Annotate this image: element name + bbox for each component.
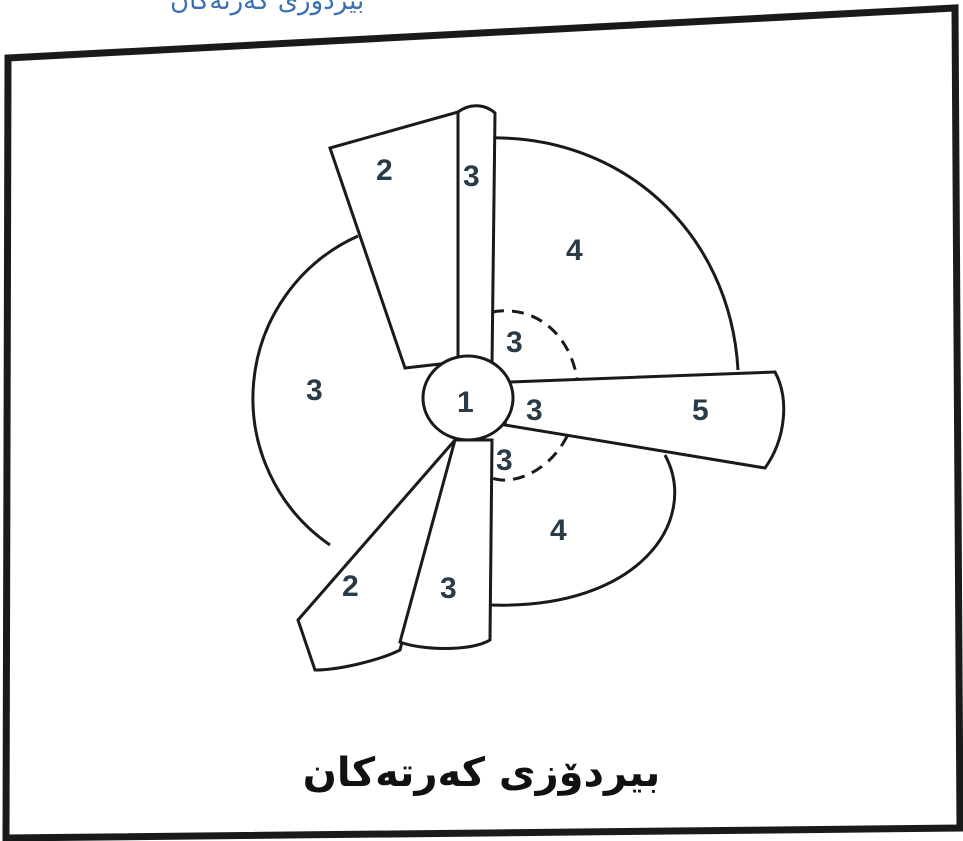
zone-3-dashed-circle <box>491 309 580 482</box>
zone-label-1: 1 <box>457 386 474 419</box>
zone-label-2-lower: 2 <box>342 570 359 603</box>
zone-4-arc-north <box>489 136 740 371</box>
zone-label-4-south: 4 <box>550 514 567 547</box>
zone-label-3-top-bar: 3 <box>463 160 480 193</box>
zone-3-vertical-bar <box>456 104 497 370</box>
zone-3-lower-bar <box>398 438 494 650</box>
zone-label-5: 5 <box>692 394 709 427</box>
zone-2-lower-wedge <box>296 439 457 672</box>
zone-label-3-lower-bar: 3 <box>440 572 457 605</box>
zone-4-arc-south <box>489 454 677 607</box>
zone-label-3-west: 3 <box>306 374 323 407</box>
zone-1-center-circle <box>421 354 515 442</box>
border-frame <box>2 4 963 841</box>
zone-label-3-dashed-lower: 3 <box>496 444 513 477</box>
diagram-caption: بیردۆزی کەرتەکان <box>302 750 661 796</box>
zone-label-2-upper: 2 <box>376 154 393 187</box>
zone-label-3-dashed-upper: 3 <box>506 326 523 359</box>
zone-label-3-dashed-middle: 3 <box>526 394 543 427</box>
zone-5-horizontal-bar <box>503 370 786 470</box>
zone-3-arc-west <box>251 234 359 547</box>
header-text: بیردۆزی کەرتەکان <box>170 0 365 16</box>
zone-label-4-north: 4 <box>566 234 583 267</box>
